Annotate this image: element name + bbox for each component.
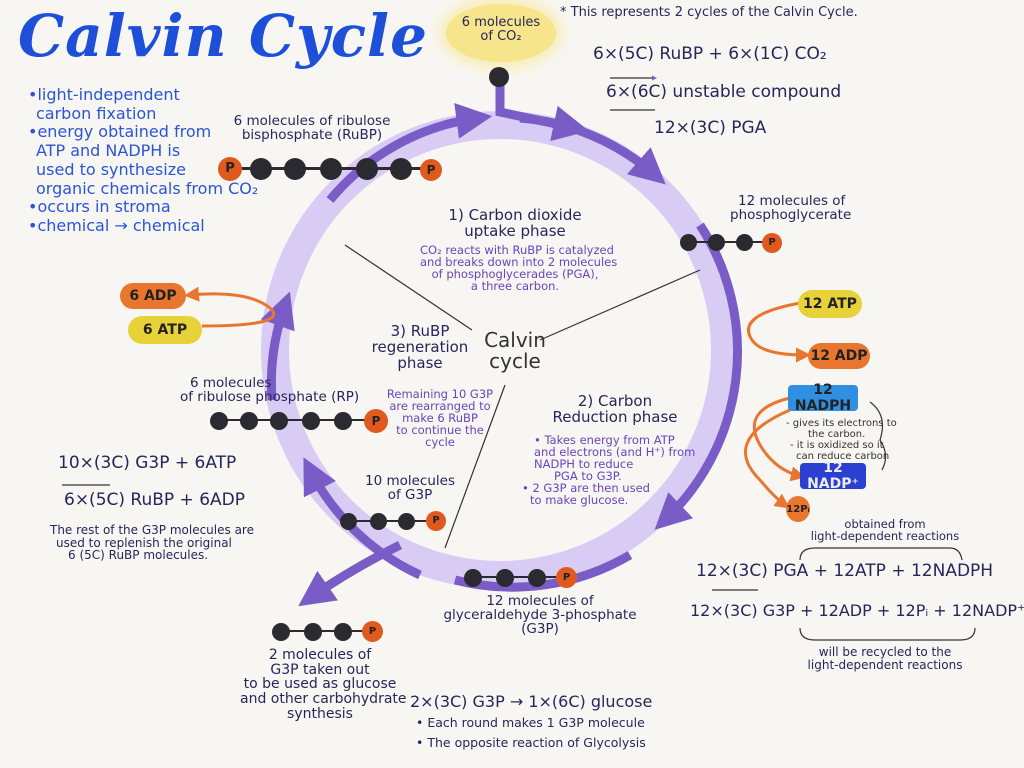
g3p-12-molecule: P	[464, 566, 580, 590]
co2-input-arrow	[495, 80, 590, 142]
divider-line-bottom	[444, 384, 506, 549]
glucose-equation: 2×(3C) G3P → 1×(6C) glucose	[410, 692, 653, 711]
atp-12-pill: 12 ATP	[798, 290, 862, 318]
nadp-12-pill: 12 NADP⁺	[800, 460, 866, 492]
g3p-out-arrow	[298, 540, 403, 607]
bullet-line: •energy obtained from	[28, 122, 212, 142]
bullet-line: •light-independent	[28, 85, 180, 104]
equation-top-line-1: 6×(5C) RuBP + 6×(1C) CO₂	[593, 44, 827, 64]
nadph-12-pill: 12 NADPH	[788, 382, 858, 414]
equation-top-line-3: 12×(3C) PGA	[654, 118, 767, 138]
cycle-arrow-bottom-left	[303, 457, 422, 580]
divider-line-upper-left	[344, 244, 473, 331]
atp-6-pill: 6 ATP	[128, 316, 202, 344]
equation-left-line-2: 6×(5C) RuBP + 6ADP	[64, 490, 245, 510]
divider-line-upper-right	[539, 269, 701, 341]
bullet-line: •occurs in stroma	[28, 197, 171, 217]
top-note: * This represents 2 cycles of the Calvin…	[560, 5, 858, 20]
cycle-arrow-right	[654, 222, 743, 530]
rp-molecule: P	[210, 408, 390, 434]
adp-atp-left-arrow	[184, 286, 276, 328]
adp-12-pill: 12 ADP	[808, 343, 870, 369]
atp-adp-right-arrow	[746, 301, 811, 363]
nadph-pi-arrow	[743, 408, 791, 509]
bullet-line: ATP and NADPH is	[36, 141, 181, 161]
co2-carbon-dot	[489, 67, 509, 87]
phase2-description: • Takes energy from ATP and electrons (a…	[522, 433, 696, 508]
equation-left-line-1: 10×(3C) G3P + 6ATP	[58, 453, 237, 473]
glucose-note-1: • Each round makes 1 G3P molecule	[416, 715, 645, 730]
rubp-molecule: P P	[218, 154, 444, 184]
cycle-arrow-left	[260, 291, 295, 401]
cycle-arrow-top-left	[326, 103, 493, 203]
adp-6-pill: 6 ADP	[120, 283, 186, 309]
equation-top-line-2: 6×(6C) unstable compound	[606, 82, 842, 102]
bullet-line: •chemical → chemical	[28, 216, 205, 236]
bullet-line: organic chemicals from CO₂	[36, 178, 259, 198]
recycle-bracket	[799, 627, 976, 641]
pga-molecule: P	[680, 232, 786, 256]
g3p-10-molecule: P	[340, 510, 448, 534]
nadph-note-bracket	[869, 401, 887, 471]
bullet-line: carbon fixation	[36, 103, 157, 123]
bullet-line: used to synthesize	[36, 159, 186, 179]
page-title: Calvin Cycle	[18, 2, 428, 70]
summary-bullets: •light-independent carbon fixation •ener…	[28, 85, 259, 236]
equation-right-line-2: 12×(3C) G3P + 12ADP + 12Pᵢ + 12NADP⁺	[690, 601, 1024, 620]
pi-12-pill: 12Pᵢ	[786, 496, 810, 522]
nadph-nadp-arrow	[752, 396, 806, 482]
g3p-out-molecule: P	[272, 620, 384, 644]
equation-right-line-1: 12×(3C) PGA + 12ATP + 12NADPH	[696, 561, 994, 581]
glucose-note-2: • The opposite reaction of Glycolysis	[416, 735, 646, 750]
light-bracket-top	[799, 547, 963, 561]
co2-input-blob	[446, 4, 556, 62]
